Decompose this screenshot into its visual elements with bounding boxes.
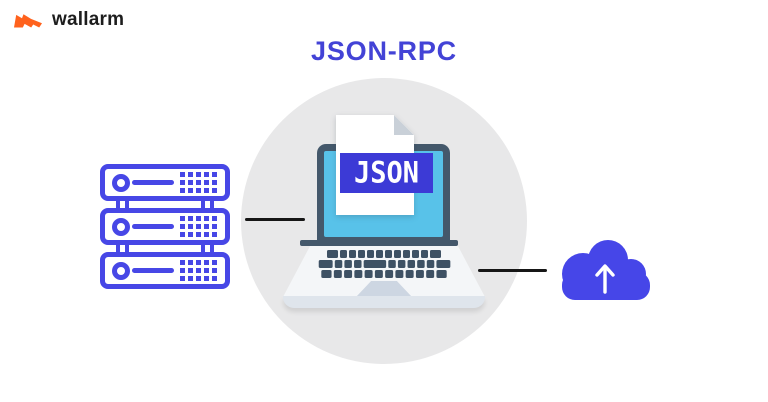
server-unit	[100, 252, 230, 289]
server-vent-dots	[180, 172, 217, 193]
laptop-keyboard	[283, 250, 485, 280]
laptop-hinge	[300, 240, 458, 246]
laptop-touchpad	[356, 281, 412, 297]
connector-line-left	[245, 218, 305, 221]
server-vent-dots	[180, 260, 217, 281]
server-vent-dots	[180, 216, 217, 237]
wallarm-logo-icon	[14, 13, 42, 27]
page-title: JSON-RPC	[311, 36, 457, 66]
upload-arrow-icon	[595, 264, 615, 294]
laptop-bottom-edge	[283, 296, 485, 308]
server-unit	[100, 208, 230, 245]
json-file-banner: JSON	[340, 153, 433, 193]
connector-line-right	[478, 269, 547, 272]
server-rack-icon	[100, 164, 230, 289]
cloud-upload-icon	[562, 240, 650, 300]
server-slider-bar	[132, 268, 174, 273]
server-dial-icon	[112, 173, 130, 192]
server-slider-bar	[132, 180, 174, 185]
json-file-label: JSON	[353, 156, 420, 190]
server-unit-legs	[100, 201, 230, 208]
server-unit	[100, 164, 230, 201]
server-unit-legs	[100, 245, 230, 252]
server-slider-bar	[132, 224, 174, 229]
brand-name: wallarm	[52, 9, 125, 30]
brand-logo: wallarm	[13, 9, 124, 31]
document-fold-corner	[394, 115, 414, 135]
server-dial-icon	[112, 261, 130, 280]
server-dial-icon	[112, 217, 130, 236]
